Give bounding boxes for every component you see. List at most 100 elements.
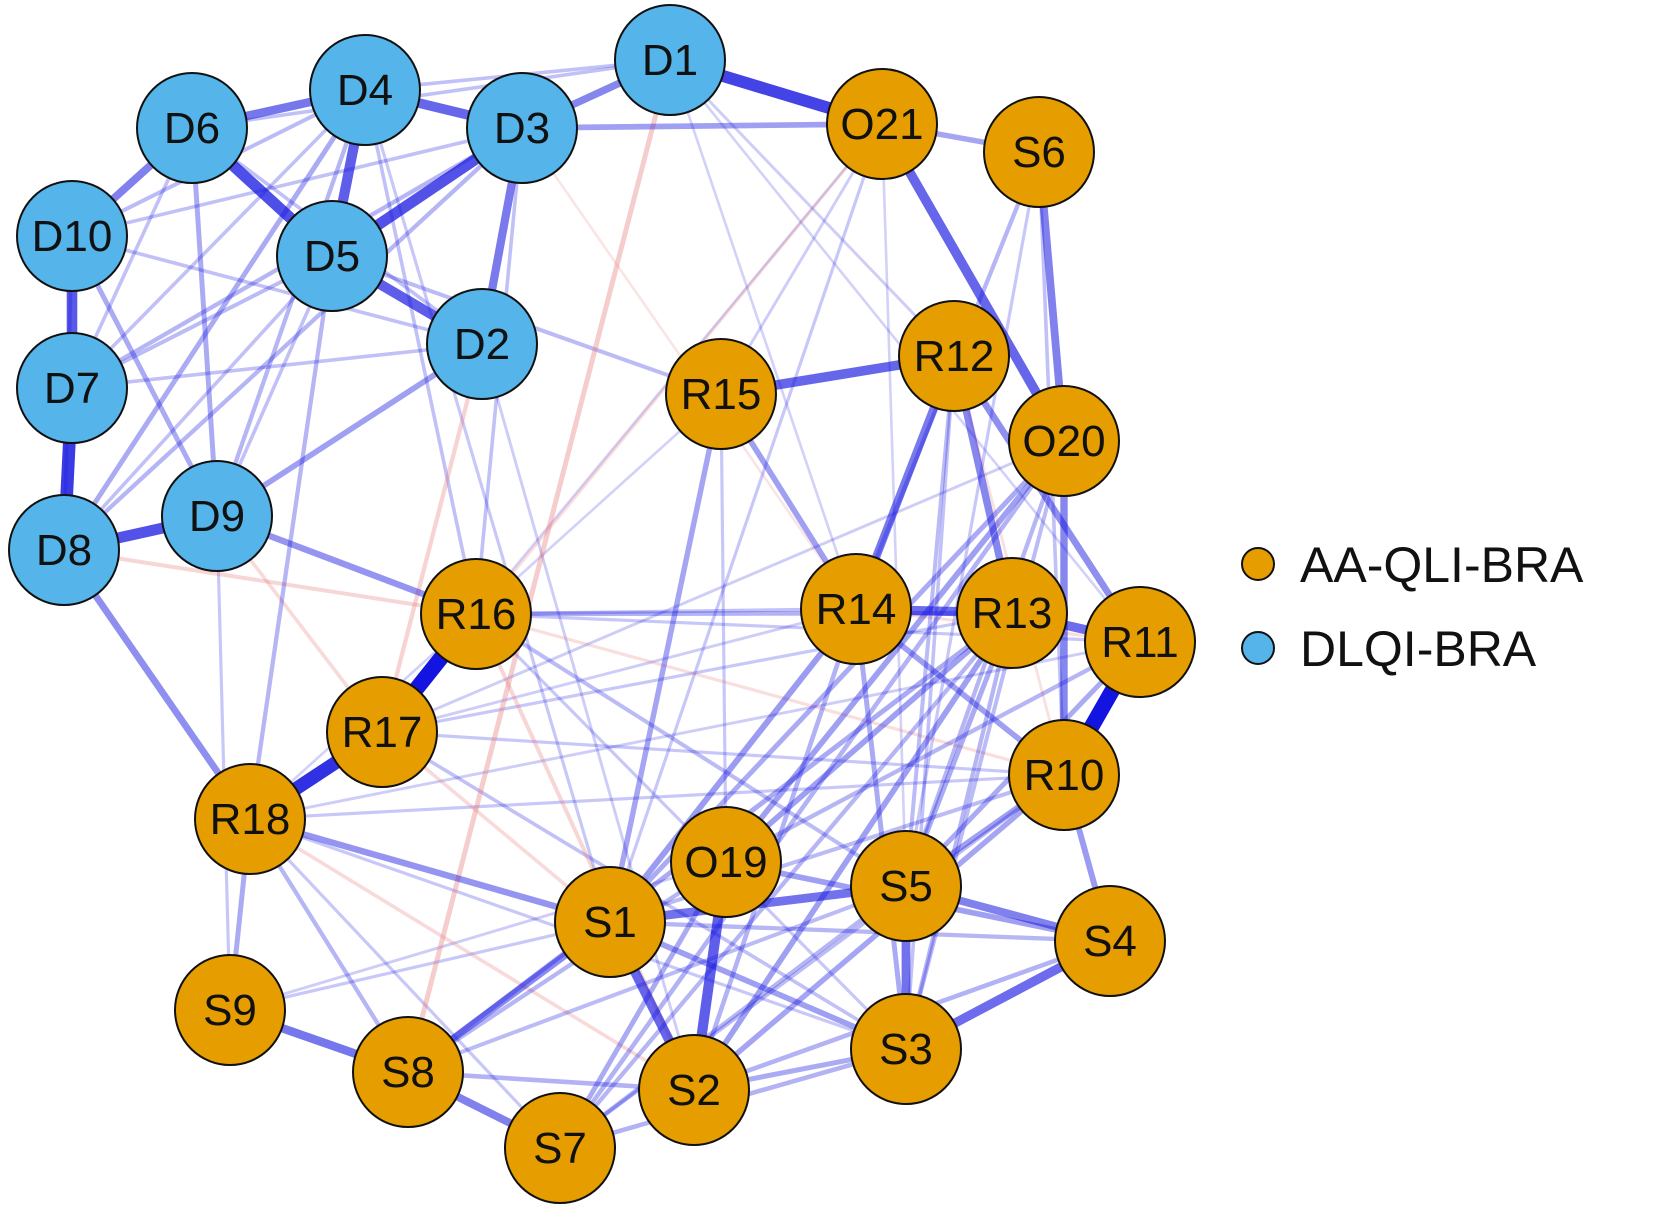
edge-R18-S2 [248, 817, 696, 1092]
edge-D10-D3 [70, 126, 524, 238]
edge-S7-R13 [557, 610, 1015, 1151]
node-circle-R18 [194, 763, 306, 875]
node-label-R18: R18 [210, 795, 291, 844]
edge-S9-S1 [228, 920, 612, 1012]
edge-R18-S1 [246, 815, 614, 926]
node-circle-S1 [554, 866, 666, 978]
node-label-O20: O20 [1022, 417, 1105, 466]
edge-O19-S8 [405, 859, 729, 1075]
edge-D8-D3 [61, 125, 525, 553]
node-O21: O21 [826, 68, 938, 180]
edge-D4-S1 [363, 88, 612, 924]
node-circle-R10 [1008, 719, 1120, 831]
node-S9: S9 [174, 954, 286, 1066]
node-D3: D3 [466, 72, 578, 184]
legend-label-aa: AA-QLI-BRA [1300, 537, 1584, 593]
node-label-O21: O21 [840, 100, 923, 149]
node-label-D5: D5 [304, 232, 360, 281]
edge-S1-S4 [607, 919, 1113, 944]
edge-R12-R11 [950, 352, 1144, 646]
node-D9: D9 [161, 460, 273, 572]
node-D2: D2 [426, 288, 538, 400]
node-S8: S8 [352, 1016, 464, 1128]
node-label-S1: S1 [583, 898, 637, 947]
edge-R17-R10 [380, 730, 1066, 777]
edge-S7-S5 [557, 883, 909, 1151]
node-D10: D10 [16, 180, 128, 292]
node-label-S5: S5 [879, 862, 933, 911]
legend-marker-aa [1241, 547, 1275, 581]
node-circle-R14 [800, 553, 912, 665]
node-label-O19: O19 [684, 838, 767, 887]
edge-D10-D2 [70, 234, 484, 346]
node-R12: R12 [898, 300, 1010, 412]
node-S3: S3 [850, 993, 962, 1105]
edge-S8-S5 [405, 883, 909, 1075]
edge-R17-R14 [380, 607, 858, 734]
edge-R14-S1 [607, 606, 859, 925]
edge-R15-O19 [719, 392, 728, 864]
node-circle-D9 [161, 460, 273, 572]
node-R15: R15 [665, 338, 777, 450]
node-R13: R13 [956, 557, 1068, 669]
node-label-R16: R16 [436, 590, 517, 639]
edge-D5-R18 [247, 253, 335, 822]
edge-O20-S7 [557, 438, 1067, 1151]
edge-O21-O20 [877, 119, 1069, 446]
edge-S3-R13 [903, 610, 1015, 1052]
edge-D4-R16 [363, 88, 478, 616]
node-circle-D3 [466, 72, 578, 184]
edge-S6-S5 [904, 150, 1041, 888]
node-D4: D4 [309, 34, 421, 146]
node-circle-D2 [426, 288, 538, 400]
edge-D6-D9 [189, 125, 220, 519]
edge-D1-R12 [668, 58, 956, 358]
edge-S5-O20 [903, 438, 1067, 889]
node-circle-R15 [665, 338, 777, 450]
node-circle-D6 [136, 72, 248, 184]
node-label-S3: S3 [879, 1025, 933, 1074]
edge-D7-D4 [70, 88, 367, 390]
edge-R12-S5 [903, 353, 957, 889]
edge-D3-O21 [519, 121, 885, 131]
node-label-R15: R15 [681, 370, 762, 419]
edge-O21-S1 [608, 122, 884, 924]
node-label-S8: S8 [381, 1048, 435, 1097]
node-label-D6: D6 [164, 104, 220, 153]
node-label-D10: D10 [32, 212, 113, 261]
edge-R17-R13 [380, 611, 1014, 734]
node-R16: R16 [420, 558, 532, 670]
edge-D8-R16 [61, 547, 479, 617]
edge-R13-O19 [723, 610, 1015, 865]
node-label-D2: D2 [454, 320, 510, 369]
node-circle-R17 [326, 676, 438, 788]
node-O20: O20 [1008, 385, 1120, 497]
node-label-S9: S9 [203, 986, 257, 1035]
node-label-R12: R12 [914, 332, 995, 381]
node-label-D9: D9 [189, 492, 245, 541]
edge-R13-S2 [691, 610, 1015, 1093]
edge-D8-D4 [61, 87, 368, 553]
edge-D1-R14 [668, 58, 858, 611]
edge-D9-D4 [214, 87, 368, 519]
node-label-R14: R14 [816, 585, 897, 634]
node-circle-S8 [352, 1016, 464, 1128]
node-R11: R11 [1084, 586, 1196, 698]
node-label-R10: R10 [1024, 751, 1105, 800]
node-circle-O20 [1008, 385, 1120, 497]
node-D1: D1 [614, 4, 726, 116]
node-D6: D6 [136, 72, 248, 184]
legend-entry-dlqi: DLQI-BRA [1241, 621, 1537, 677]
edge-R16-R14 [474, 607, 858, 616]
node-label-R11: R11 [1101, 618, 1178, 667]
node-D7: D7 [16, 332, 128, 444]
legend-label-dlqi: DLQI-BRA [1300, 621, 1537, 677]
node-label-D7: D7 [44, 364, 100, 413]
node-circle-D4 [309, 34, 421, 146]
edge-S9-D9 [215, 514, 232, 1012]
node-circle-D5 [276, 200, 388, 312]
edge-R18-R10 [248, 773, 1066, 821]
legend-marker-dlqi [1241, 631, 1275, 665]
